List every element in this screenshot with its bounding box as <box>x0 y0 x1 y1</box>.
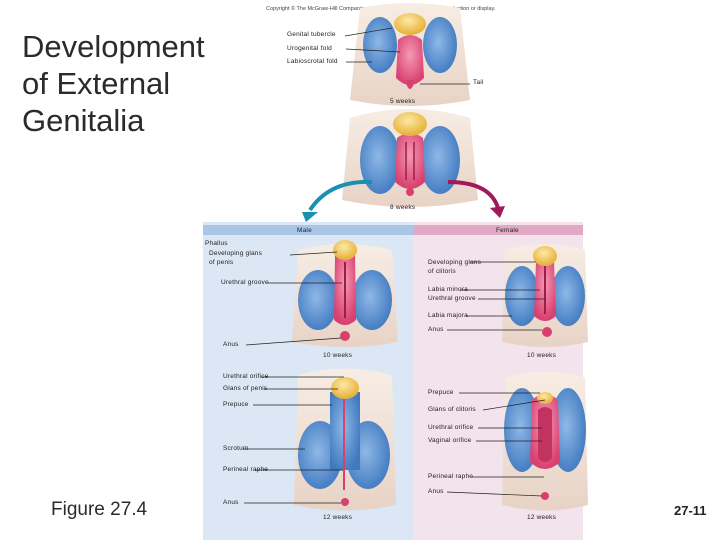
label-female-anus-12: Anus <box>428 488 444 495</box>
label-labioscrotal-fold: Labioscrotal fold <box>287 58 338 65</box>
figure-label: Figure 27.4 <box>51 499 147 521</box>
label-perineal-raphe-male: Perineal raphe <box>223 466 268 473</box>
label-tail: Tail <box>473 79 484 86</box>
label-male-anus-10: Anus <box>223 341 239 348</box>
label-male-developing-glans: Developing glans of penis <box>209 249 262 267</box>
label-scrotum: Scrotum <box>223 445 249 452</box>
label-female-urethral-groove: Urethral groove <box>428 295 476 302</box>
figure-female-10-weeks <box>502 244 588 347</box>
label-prepuce-male: Prepuce <box>223 401 249 408</box>
male-header: Male <box>297 227 312 234</box>
label-genital-tubercle: Genital tubercle <box>287 31 336 38</box>
label-female-anus-10: Anus <box>428 326 444 333</box>
label-urethral-orifice-female: Urethral orifice <box>428 424 473 431</box>
label-vaginal-orifice: Vaginal orifice <box>428 437 471 444</box>
label-male-anus-12: Anus <box>223 499 239 506</box>
label-perineal-raphe-female: Perineal raphe <box>428 473 473 480</box>
age-female-10-weeks: 10 weeks <box>527 352 556 359</box>
label-male-urethral-groove: Urethral groove <box>221 279 269 286</box>
page-number: 27-11 <box>674 503 707 518</box>
figure-8-weeks <box>342 109 478 207</box>
label-glans-clitoris: Glans of clitoris <box>428 406 476 413</box>
figure-5-weeks <box>350 3 470 106</box>
label-prepuce-female: Prepuce <box>428 389 454 396</box>
age-8-weeks: 8 weeks <box>390 204 415 211</box>
label-glans-penis: Glans of penis <box>223 385 267 392</box>
age-5-weeks: 5 weeks <box>390 98 415 105</box>
label-urethral-orifice-male: Urethral orifice <box>223 373 268 380</box>
figure-male-10-weeks <box>292 240 398 347</box>
label-female-developing-glans: Developing glans of clitoris <box>428 258 481 276</box>
label-urogenital-fold: Urogenital fold <box>287 45 332 52</box>
label-labia-majora: Labia majora <box>428 312 468 319</box>
age-female-12-weeks: 12 weeks <box>527 514 556 521</box>
figure-male-12-weeks <box>294 369 396 511</box>
label-phallus: Phallus <box>205 240 228 247</box>
age-male-10-weeks: 10 weeks <box>323 352 352 359</box>
age-male-12-weeks: 12 weeks <box>323 514 352 521</box>
female-header: Female <box>496 227 519 234</box>
label-labia-minora: Labia minora <box>428 286 468 293</box>
